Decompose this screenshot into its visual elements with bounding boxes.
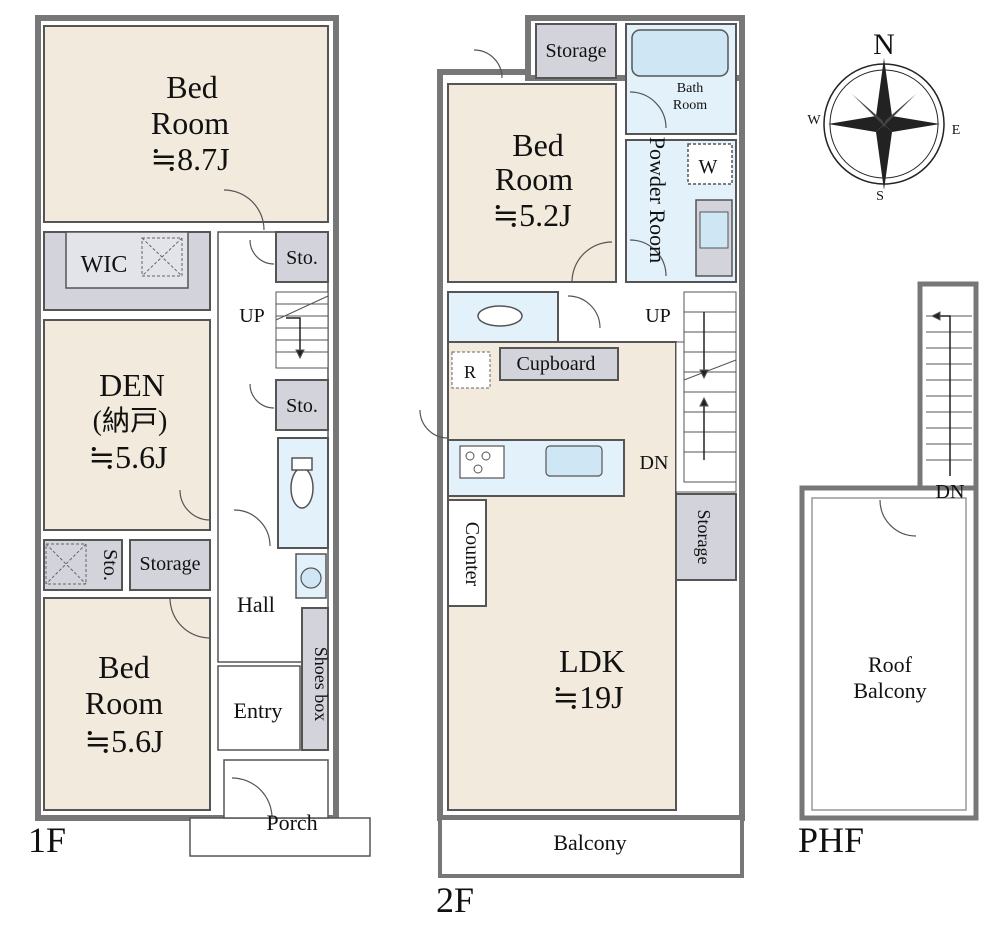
wic-label: WIC — [81, 252, 128, 278]
den-label-jp: (納戸) — [93, 405, 168, 437]
ldk-size: ≒19J — [552, 679, 623, 715]
balcony-label: Balcony — [553, 830, 626, 855]
1f-entry — [217, 665, 301, 751]
1f-shoes-box — [301, 607, 329, 751]
cupboard-label: Cupboard — [517, 353, 596, 375]
floor-label-phf: PHF — [798, 820, 864, 860]
2f-storage-top — [535, 23, 617, 79]
phf-stairs — [926, 311, 972, 476]
bathtub-icon — [631, 29, 729, 77]
porch-label: Porch — [266, 810, 317, 835]
toilet-icon — [477, 305, 523, 327]
storage-side-label: Storage — [694, 510, 714, 565]
wic-hatch-icon — [141, 237, 183, 277]
sto-c-label: Sto. — [99, 549, 121, 581]
bath-label-2: Room — [673, 98, 707, 113]
1f-up-label: UP — [239, 305, 265, 327]
1f-sto-b — [275, 379, 329, 431]
compass-s: S — [876, 189, 884, 204]
1f-bedroom-large — [43, 25, 329, 223]
2f-bedroom-size: ≒5.2J — [492, 197, 571, 233]
floor-phf — [799, 281, 979, 821]
2f-bedroom — [447, 83, 617, 283]
floor-label-1f: 1F — [28, 820, 66, 860]
entry-label: Entry — [234, 698, 283, 723]
2f-counter — [447, 499, 487, 607]
2f-doors — [419, 49, 667, 439]
bedroom-small-label-1: Bed — [98, 649, 150, 685]
counter-label: Counter — [461, 522, 483, 587]
kitchen-sink-icon — [545, 445, 603, 477]
sto-hatch-icon — [45, 543, 87, 585]
storage-label: Storage — [139, 553, 200, 575]
shoes-box-label: Shoes box — [311, 647, 331, 722]
roof-balcony-label-1: Roof — [868, 652, 913, 677]
bedroom-small-label-2: Room — [85, 685, 163, 721]
phf-door — [879, 499, 917, 537]
1f-sto-a — [275, 231, 329, 283]
2f-bedroom-label-1: Bed — [512, 127, 564, 163]
bedroom-large-label-2: Room — [151, 105, 229, 141]
1f-storage — [129, 539, 211, 591]
ldk-label: LDK — [559, 643, 625, 679]
2f-cupboard — [499, 347, 619, 381]
roof-balcony-label-2: Balcony — [853, 678, 926, 703]
toilet-icon — [290, 467, 314, 509]
fridge-icon — [451, 351, 491, 389]
den-size: ≒5.6J — [88, 439, 167, 475]
2f-bedroom-label-2: Room — [495, 161, 573, 197]
2f-dn-label: DN — [640, 452, 669, 474]
floor-label-2f: 2F — [436, 880, 474, 920]
2f-stairs — [683, 291, 737, 483]
2f-balcony — [438, 816, 744, 878]
fridge-label: R — [464, 362, 476, 382]
compass-e: E — [952, 123, 961, 138]
2f-storage-side — [675, 493, 737, 581]
1f-stairs — [275, 291, 329, 369]
hall-label: Hall — [237, 592, 275, 617]
washer-label: W — [699, 156, 718, 178]
1f-doors — [169, 189, 275, 819]
den-label: DEN — [99, 367, 165, 403]
sink-icon — [300, 567, 322, 589]
labels: N S E W 1F 2F PHF Bed Room ≒8.7J WIC Sto… — [28, 28, 964, 920]
sto-a-label: Sto. — [286, 247, 318, 269]
bedroom-small-size: ≒5.6J — [84, 723, 163, 759]
bedroom-large-label-1: Bed — [166, 69, 218, 105]
2f-up-label: UP — [645, 305, 671, 327]
sto-b-label: Sto. — [286, 395, 318, 417]
phf-dn-label: DN — [936, 481, 965, 503]
1f-den — [43, 319, 211, 531]
bath-label-1: Bath — [677, 81, 703, 96]
compass-icon — [823, 58, 945, 190]
compass-w: W — [807, 113, 821, 128]
floor-1f — [35, 15, 371, 857]
storage-top-label: Storage — [545, 40, 606, 62]
1f-bedroom-small — [43, 597, 211, 811]
powder-room-label: Powder Room — [645, 137, 670, 264]
bedroom-large-size: ≒8.7J — [150, 141, 229, 177]
stove-icon — [459, 445, 505, 479]
floor-2f — [419, 15, 745, 878]
compass-n: N — [873, 28, 895, 61]
washer-icon — [687, 143, 733, 185]
